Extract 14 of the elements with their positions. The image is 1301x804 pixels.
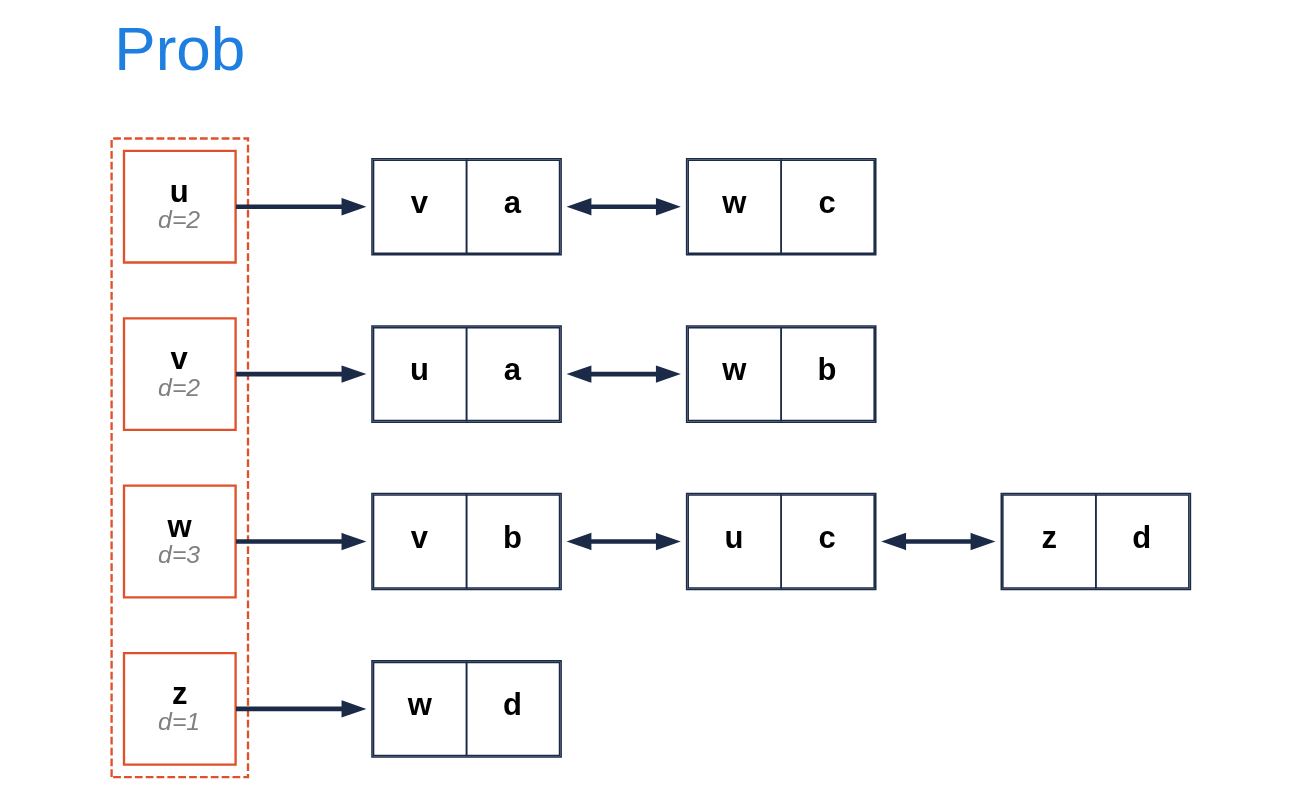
arrow — [566, 198, 681, 216]
label: Prob — [113, 14, 245, 84]
cluster — [109, 137, 249, 779]
arrow — [235, 532, 366, 551]
node-box: w d=3 — [122, 484, 237, 599]
arrow — [235, 198, 366, 216]
arrow — [880, 532, 995, 551]
arrow — [235, 700, 366, 718]
node-box: u d=2 — [122, 149, 237, 264]
arrow — [235, 365, 366, 383]
arrow — [566, 532, 681, 551]
node-box: v d=2 — [122, 317, 237, 432]
arrow — [566, 365, 681, 383]
node-box: z d=1 — [122, 651, 237, 766]
